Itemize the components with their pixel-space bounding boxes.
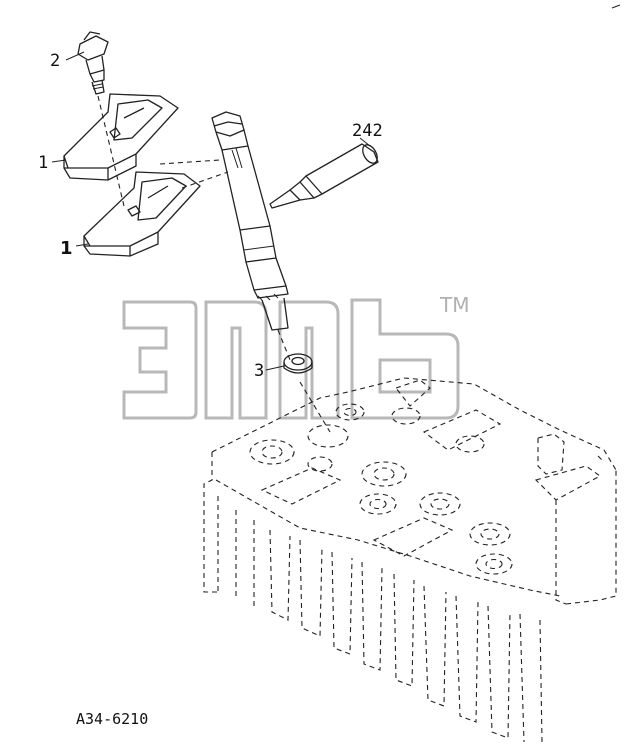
leader-part-3 [265,365,285,371]
callout-part-242: 242 [352,121,383,141]
watermark-logo: TM [122,293,469,420]
callout-part-3: 3 [254,361,264,381]
callout-part-1-lower: 1 [60,238,73,259]
watermark-trademark: TM [439,293,469,317]
cylinder-head-outline [203,377,617,743]
injector-nozzle [211,111,289,331]
leader-part-242 [359,137,371,147]
part-3-washer [283,353,313,374]
leader-part-1-lower [75,243,89,247]
assembly-dashed-guides [97,95,331,433]
callout-part-2: 2 [50,51,60,71]
figure-code: A34-6210 [76,710,148,728]
corner-tick [611,4,621,9]
part-1-upper-clamp [63,93,179,181]
callout-part-1-upper: 1 [38,153,48,173]
part-1-lower-clamp [83,171,201,257]
leader-part-1-upper [51,159,67,163]
part-2-fitting [77,31,109,95]
leader-part-2 [65,51,85,61]
part-242-sealant-tube [269,143,379,209]
